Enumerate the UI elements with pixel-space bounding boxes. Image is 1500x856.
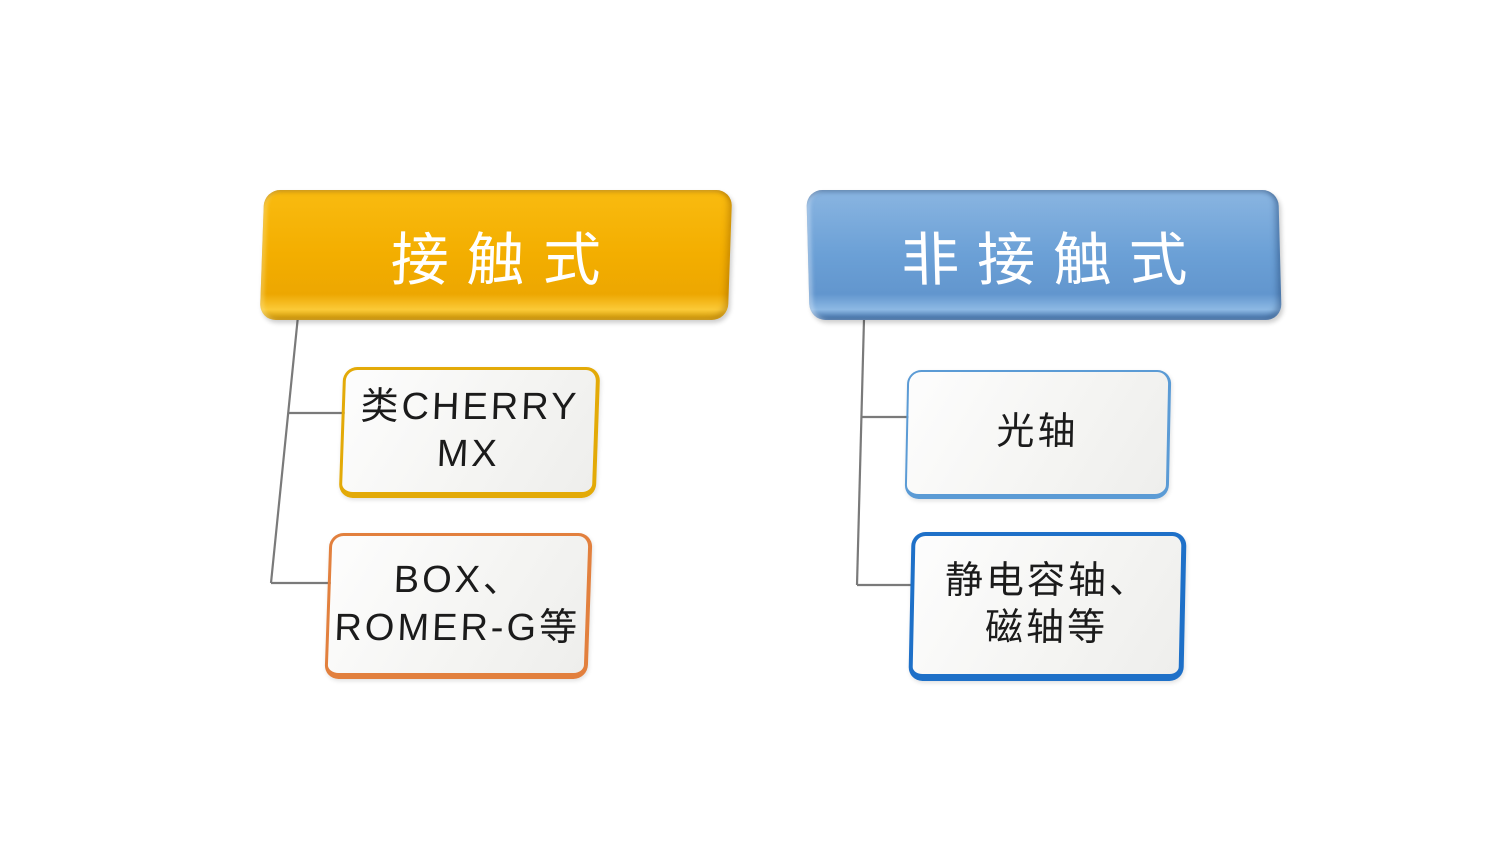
child-node-box-romer-g: BOX、 ROMER-G等 [324, 533, 593, 679]
root-node-non-contact-label: 非接触式 [900, 228, 1206, 293]
root-node-non-contact: 非接触式 [806, 190, 1282, 320]
child-node-optical-switch-label: 光轴 [996, 411, 1079, 454]
root-node-contact: 接触式 [259, 190, 733, 320]
child-node-capacitive-magnetic-label: 静电容轴、 磁轴等 [944, 559, 1151, 650]
child-node-optical-switch: 光轴 [904, 370, 1172, 499]
child-node-capacitive-magnetic: 静电容轴、 磁轴等 [908, 532, 1187, 681]
root-node-contact-label: 接触式 [389, 228, 620, 293]
connector-left-trunk [269, 315, 300, 584]
connector-right-trunk [855, 318, 866, 586]
child-node-box-romer-g-label: BOX、 ROMER-G等 [333, 559, 581, 649]
child-node-cherry-mx: 类CHERRY MX [338, 367, 601, 498]
child-node-cherry-mx-label: 类CHERRY MX [359, 385, 581, 476]
